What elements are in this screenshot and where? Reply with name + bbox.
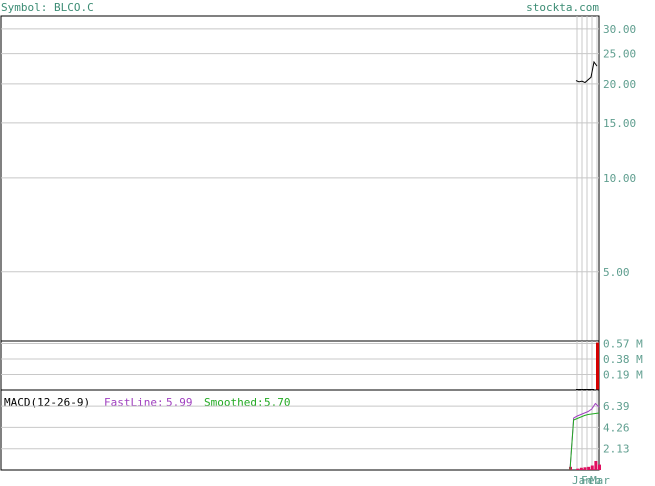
- price-tick-label: 30.00: [603, 23, 636, 36]
- volume-border: [0, 340, 600, 391]
- price-tick-label: 25.00: [603, 48, 636, 61]
- fastline-legend-label: FastLine:: [104, 396, 164, 409]
- macd-smoothed-line: [569, 412, 600, 471]
- macd-border: [0, 389, 600, 471]
- symbol-label: Symbol: BLCO.C: [1, 1, 94, 14]
- site-label: stockta.com: [526, 1, 599, 14]
- price-line: [575, 60, 598, 84]
- macd-tick-label: 2.13: [603, 443, 630, 456]
- macd-tick-label: 4.26: [603, 421, 630, 434]
- macd-histogram-bar: [594, 461, 598, 470]
- smoothed-legend-value: 5.70: [264, 396, 291, 409]
- price-tick-label: 15.00: [603, 117, 636, 130]
- x-tick-label: Mar: [590, 474, 610, 486]
- price-border: [0, 15, 600, 342]
- macd-histogram-bar: [587, 466, 591, 470]
- price-panel: 5.00 10.00 15.00 20.00 25.00 30.00: [0, 15, 636, 342]
- volume-tick-label: 0.57 M: [603, 337, 643, 350]
- macd-histogram-bar: [576, 468, 580, 470]
- macd-histogram-bar: [583, 467, 587, 470]
- volume-panel: 0.19 M 0.38 M 0.57 M: [0, 337, 643, 391]
- smoothed-legend-label: Smoothed:: [204, 396, 264, 409]
- x-tick-label: Feb: [581, 474, 601, 486]
- macd-histogram-bar: [579, 467, 583, 470]
- macd-histogram-bar: [598, 464, 601, 470]
- macd-histogram-bar: [590, 465, 594, 470]
- macd-tick-label: 6.39: [603, 400, 630, 413]
- price-tick-label: 5.00: [603, 266, 630, 279]
- price-tick-label: 20.00: [603, 78, 636, 91]
- volume-bar: [596, 342, 599, 390]
- macd-panel: MACD(12-26-9) FastLine: 5.99 Smoothed: 5…: [0, 389, 630, 486]
- volume-tick-label: 0.19 M: [603, 368, 643, 381]
- volume-tick-label: 0.38 M: [603, 353, 643, 366]
- price-tick-label: 10.00: [603, 172, 636, 185]
- x-tick-label: Jan: [572, 474, 592, 486]
- fastline-legend-value: 5.99: [166, 396, 193, 409]
- macd-title: MACD(12-26-9): [4, 396, 90, 409]
- macd-fastline-line: [569, 402, 600, 471]
